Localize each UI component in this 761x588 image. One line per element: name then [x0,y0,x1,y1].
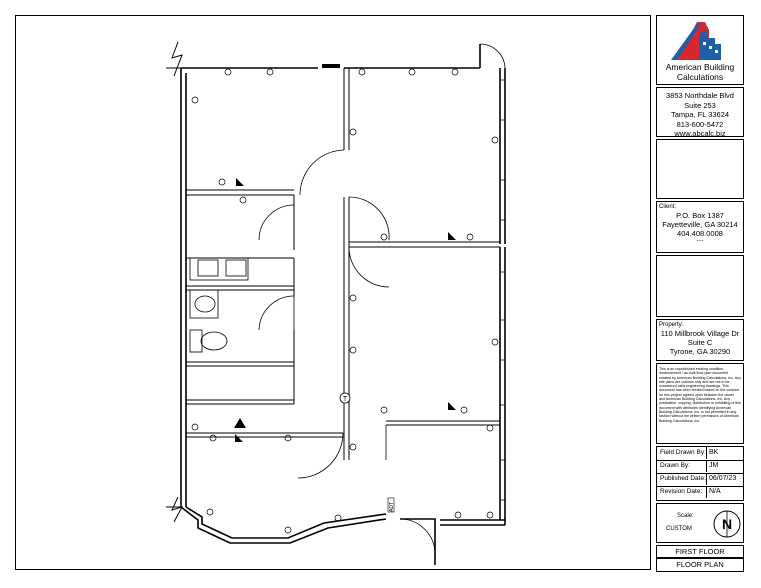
floor-plan: T ADT [166,41,506,565]
scale-box: Scale: CUSTOM N [656,503,744,543]
drawing-sheet [15,15,651,570]
north-letter: N [722,516,732,532]
address-line: Tampa, FL 33624 [670,110,730,119]
floor-label-box: FIRST FLOOR [656,545,744,558]
field-label: Revision Date: [660,488,703,495]
field-drawn-by-row: Field Drawn By: BK [657,447,743,461]
logo-box: American Building Calculations [656,15,744,85]
panel-markers [234,64,456,442]
property-line: Suite C [687,338,713,347]
phone-line: 813-600-5472 [676,119,724,129]
client-line: Fayetteville, GA 30214 [662,220,738,229]
field-value: JM [706,460,742,472]
disclaimer-text: This is an unpublished existing conditio… [659,367,741,423]
client-line: 404.408.0008 [677,229,723,238]
drawing-info-box: Field Drawn By: BK Drawn By: JM Publishe… [656,446,744,501]
thermostat: T [339,392,351,404]
floor-label: FIRST FLOOR [675,547,725,556]
field-value: N/A [706,486,742,498]
adt-label: ADT [389,502,395,512]
blank-box-2 [656,255,744,317]
property-line: Tyrone, GA 30290 [669,347,731,356]
address-line: 3853 Northdale Blvd [666,91,734,100]
address-line: Suite 253 [684,100,716,110]
north-arrow-icon: N [713,510,741,538]
client-line: P.O. Box 1387 [676,211,724,220]
website-line: www.abcalc.biz [674,129,726,138]
scale-label: Scale: [677,513,694,519]
door-swings [258,43,506,555]
field-label: Field Drawn By: [660,449,706,456]
windows [500,79,505,501]
plumbing-fixtures [189,257,249,353]
break-lines [166,41,184,523]
disclaimer-box: This is an unpublished existing conditio… [656,363,744,444]
client-box: Client: P.O. Box 1387 Fayetteville, GA 3… [656,201,744,253]
revision-date-row: Revision Date: N/A [657,486,743,499]
property-line: 110 Millbrook Village Dr [660,329,740,338]
client-line: ---- [696,238,704,244]
scale-value: CUSTOM [666,526,692,532]
property-box: Property: 110 Millbrook Village Dr Suite… [656,319,744,361]
property-label: Property: [659,322,684,328]
company-logo-icon [671,22,721,60]
thermostat-label: T [343,396,348,403]
exterior-walls [180,44,506,565]
company-name-line2: Calculations [676,72,724,82]
sheet-label: FLOOR PLAN [676,560,724,569]
drawn-by-row: Drawn By: JM [657,460,743,474]
field-value: 06/07/23 [706,473,742,485]
client-label: Client: [659,204,677,210]
field-label: Published Date: [660,475,706,482]
field-value: BK [706,447,742,459]
blank-box-1 [656,139,744,199]
electrical-fixtures [191,68,499,534]
adt-panel: ADT [387,497,395,513]
published-date-row: Published Date: 06/07/23 [657,473,743,487]
company-name-line1: American Building [665,62,735,72]
field-label: Drawn By: [660,462,690,469]
sheet-label-box: FLOOR PLAN [656,558,744,572]
company-address-box: 3853 Northdale Blvd Suite 253 Tampa, FL … [656,87,744,138]
